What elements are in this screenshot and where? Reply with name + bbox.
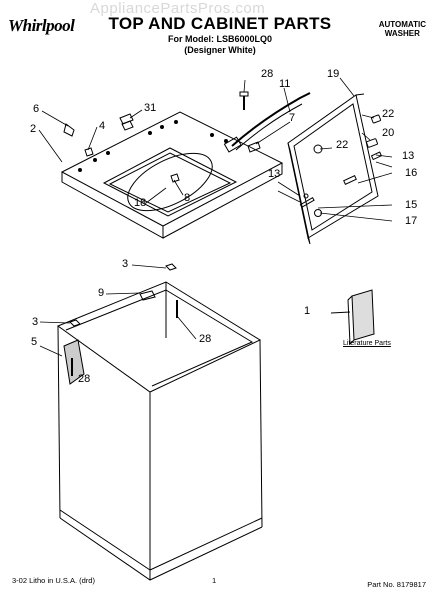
product-type: AUTOMATIC WASHER bbox=[379, 20, 426, 38]
lid-assembly bbox=[287, 93, 379, 245]
callout-3-upper: 3 bbox=[122, 258, 129, 270]
callout-13-right: 13 bbox=[402, 150, 415, 162]
callout-3-lower: 3 bbox=[32, 316, 39, 328]
part-number: Part No. 8179817 bbox=[367, 580, 426, 589]
callout-28-side: 28 bbox=[78, 373, 91, 385]
leader-lines bbox=[38, 77, 393, 357]
callout-18: 18 bbox=[134, 197, 147, 209]
callout-5: 5 bbox=[31, 336, 38, 348]
callout-13-left: 13 bbox=[268, 168, 281, 180]
callout-2: 2 bbox=[30, 123, 37, 135]
top-panel bbox=[60, 111, 284, 239]
lid-switch-harness bbox=[223, 92, 311, 153]
model-line: For Model: LSB6000LQ0 bbox=[167, 34, 273, 44]
literature-booklet bbox=[330, 289, 375, 346]
color-line: (Designer White) bbox=[184, 45, 256, 55]
clips bbox=[63, 113, 180, 183]
cabinet-screws bbox=[69, 263, 178, 376]
callout-22-lower: 22 bbox=[336, 139, 349, 151]
callout-6: 6 bbox=[33, 103, 40, 115]
callout-15: 15 bbox=[405, 199, 418, 211]
brand-logo: Whirlpool bbox=[8, 16, 75, 35]
page-title: TOP AND CABINET PARTS bbox=[108, 14, 332, 33]
product-type-line2: WASHER bbox=[384, 29, 420, 38]
litho-note: 3-02 Litho in U.S.A. (drd) bbox=[12, 576, 95, 585]
callout-17: 17 bbox=[405, 215, 418, 227]
watermark: AppliancePartsPros.com bbox=[90, 0, 266, 17]
callout-11: 11 bbox=[279, 78, 291, 90]
screw-28-top bbox=[239, 91, 249, 110]
product-type-line1: AUTOMATIC bbox=[378, 20, 426, 29]
callout-28-top: 28 bbox=[261, 68, 274, 80]
callout-9: 9 bbox=[98, 287, 105, 299]
literature-parts-label: Literature Parts bbox=[343, 340, 391, 347]
callout-31: 31 bbox=[144, 102, 157, 114]
callout-8: 8 bbox=[184, 192, 191, 204]
callout-20: 20 bbox=[382, 127, 395, 139]
callout-22-upper: 22 bbox=[382, 108, 395, 120]
callout-1: 1 bbox=[304, 305, 311, 317]
callout-16: 16 bbox=[405, 167, 418, 179]
callout-28-cabinet: 28 bbox=[199, 333, 212, 345]
callout-19: 19 bbox=[327, 68, 340, 80]
callout-7: 7 bbox=[289, 112, 296, 124]
callout-4: 4 bbox=[99, 120, 106, 132]
cabinet bbox=[56, 281, 263, 581]
page-number: 1 bbox=[212, 576, 217, 585]
